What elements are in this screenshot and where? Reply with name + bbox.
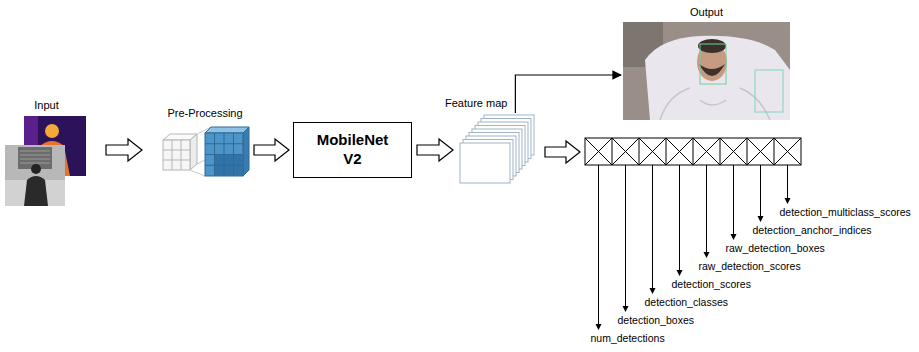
tensor-row xyxy=(585,138,801,165)
output-name: detection_anchor_indices xyxy=(753,224,872,236)
block-arrow xyxy=(417,139,453,161)
feature-map: Feature map xyxy=(458,113,538,188)
output-photo xyxy=(623,22,790,120)
output-image: Output xyxy=(623,22,790,120)
output-name: detection_multiclass_scores xyxy=(780,206,911,218)
feature-map-stack xyxy=(460,115,534,183)
tensor-dividers xyxy=(612,138,774,165)
node-heading: Input xyxy=(34,99,58,112)
photo-beard xyxy=(699,64,725,76)
photo-sheet xyxy=(645,36,790,120)
gray-figure xyxy=(24,176,48,206)
output-tensor-row xyxy=(585,138,801,165)
grid-cube-white xyxy=(163,127,211,176)
output-name: detection_boxes xyxy=(618,314,694,326)
process-label: MobileNet V2 xyxy=(312,131,393,169)
grayscale-image xyxy=(5,145,65,206)
photo-ground xyxy=(623,22,790,120)
gray-ground xyxy=(5,145,65,206)
photo-hair xyxy=(698,39,726,53)
cube-grid xyxy=(163,140,190,170)
node-heading: Pre-Processing xyxy=(167,107,242,120)
preprocessing-cubes: Pre-Processing xyxy=(160,123,250,178)
thermal-head xyxy=(45,124,59,138)
gray-stripes xyxy=(20,151,50,163)
block-arrow xyxy=(106,139,142,161)
connector-arrow xyxy=(515,75,621,113)
photo-folds xyxy=(660,88,770,120)
node-heading: Output xyxy=(690,6,723,19)
cube-front xyxy=(205,133,243,176)
output-name: raw_detection_scores xyxy=(699,260,801,272)
cube-side xyxy=(243,127,249,176)
block-arrow xyxy=(545,141,580,163)
output-name: detection_classes xyxy=(645,296,728,308)
grid-cube-blue xyxy=(205,127,249,176)
cube-grid xyxy=(205,133,243,176)
node-heading: Feature map xyxy=(445,97,507,110)
block-arrow xyxy=(254,139,289,161)
feature-sheet xyxy=(460,143,510,183)
tensor-crosses xyxy=(585,138,801,165)
output-name: num_detections xyxy=(591,332,665,344)
detection-box xyxy=(700,44,726,84)
output-name: detection_scores xyxy=(672,278,751,290)
gray-head xyxy=(31,164,41,174)
cube-front xyxy=(163,140,190,170)
input-images: Input xyxy=(5,115,88,206)
cube-top xyxy=(205,127,249,133)
process-box: MobileNet V2 xyxy=(293,122,412,178)
detection-box xyxy=(755,70,783,112)
output-name: raw_detection_boxes xyxy=(726,242,825,254)
cube-side xyxy=(190,134,197,170)
